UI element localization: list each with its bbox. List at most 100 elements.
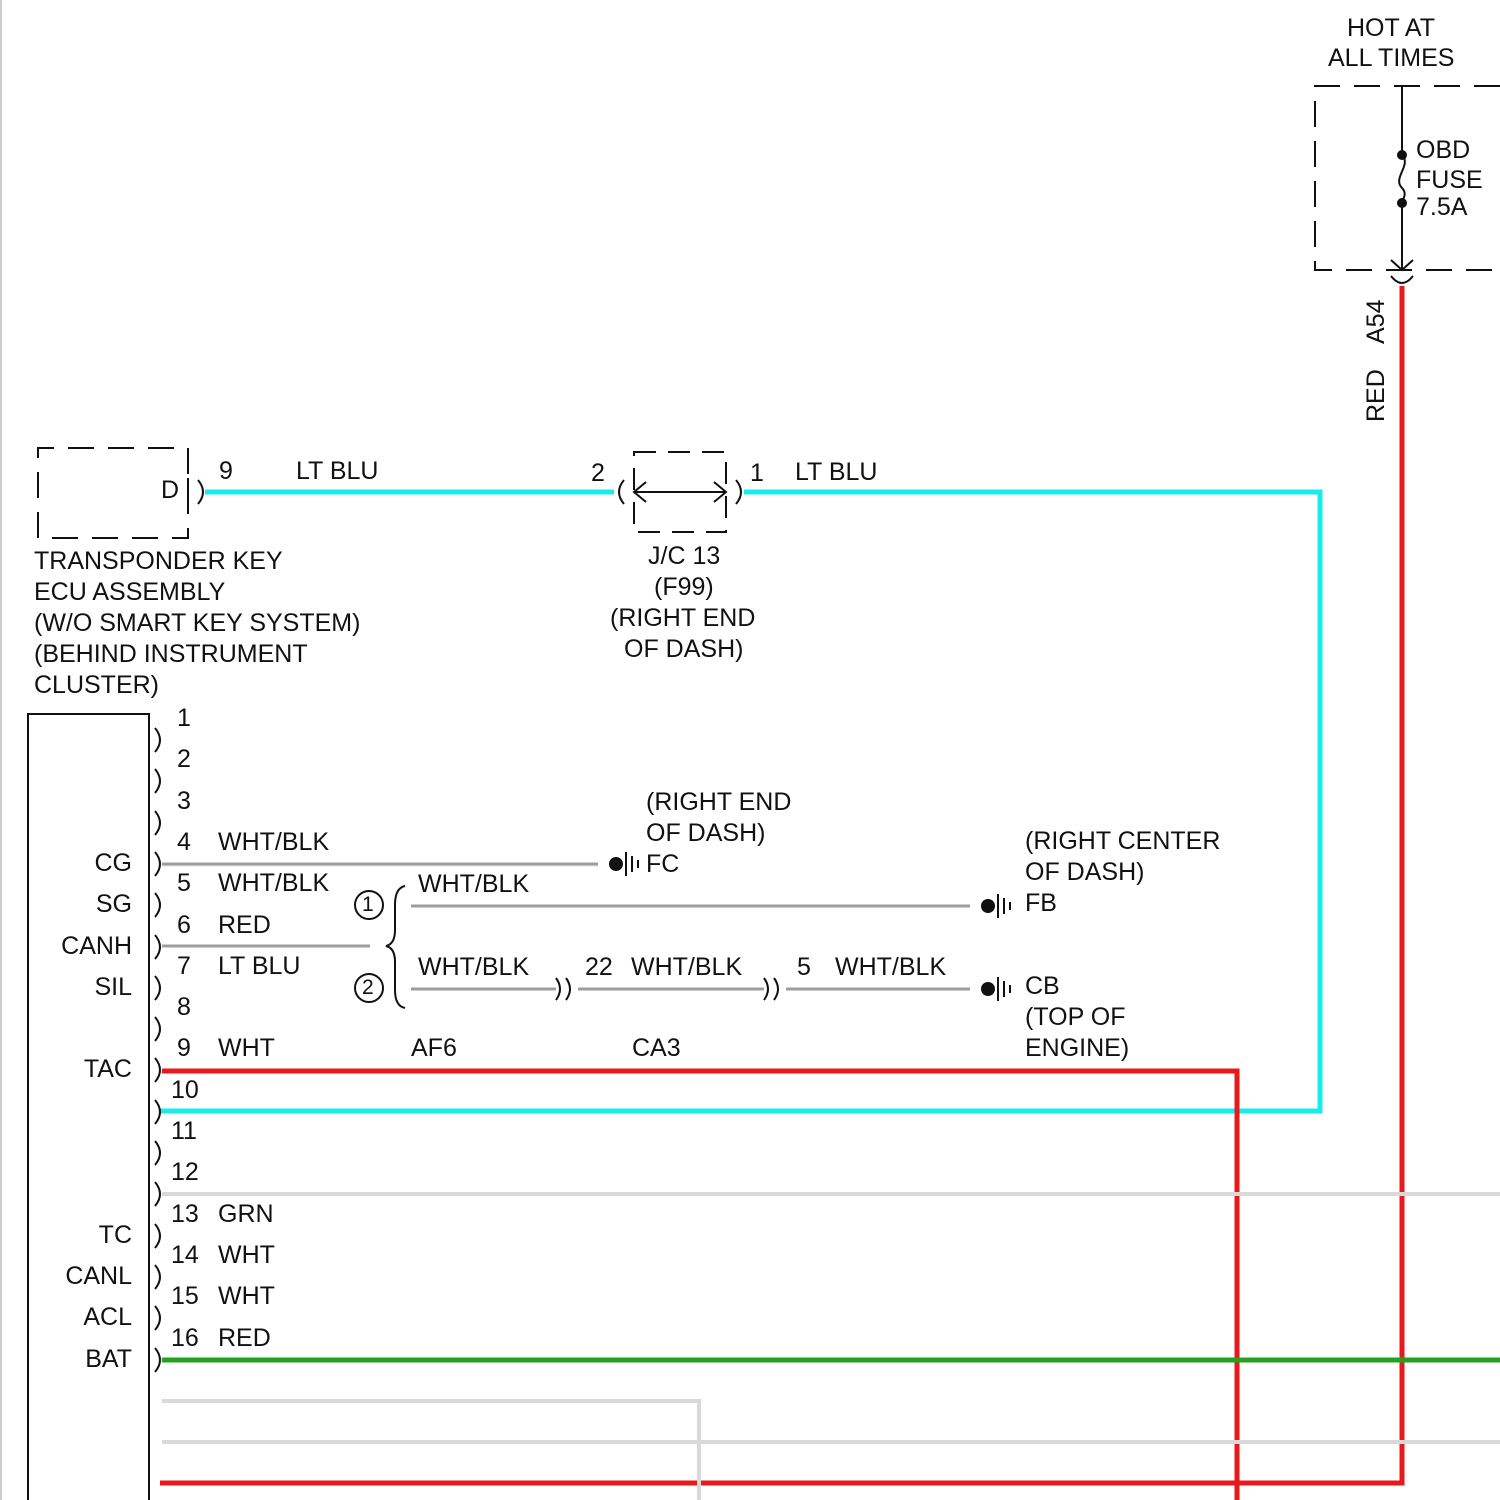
splice-brace [386, 886, 405, 1008]
junction-name-line2: (F99) [654, 575, 714, 600]
junction-name-line1: J/C 13 [648, 544, 720, 569]
dlc-pin-11-number: 11 [171, 1119, 197, 1144]
connector-ca3-label: CA3 [632, 1036, 681, 1061]
dlc-pin-marks [155, 728, 160, 1372]
dlc-pin-15-connector-mark [155, 1306, 160, 1330]
connector-a54-label: A54 [1364, 300, 1389, 344]
dlc-pin-15-signal-acl: ACL [83, 1305, 132, 1330]
power-label-line2: ALL TIMES [1328, 46, 1454, 71]
ground-fb-location-line1: (RIGHT CENTER [1025, 829, 1220, 854]
dlc-pin-2-number: 2 [177, 747, 191, 772]
dlc-pin-13-signal-tc: TC [99, 1223, 132, 1248]
transponder-name-line1: TRANSPONDER KEY [34, 549, 283, 574]
transponder-name-line4: (BEHIND INSTRUMENT [34, 642, 308, 667]
ground-cb-symbol [981, 977, 1010, 1001]
connector-af6-label: AF6 [411, 1036, 457, 1061]
dlc-pin-16-signal-bat: BAT [85, 1347, 132, 1372]
transponder-connector-symbol [198, 480, 203, 504]
dlc-pin-9-connector-mark [155, 1058, 160, 1082]
ground-fc-location-line2: OF DASH) [646, 821, 765, 846]
dlc-pin-7-connector-mark [155, 976, 160, 1000]
junction-wire-right-label: LT BLU [795, 460, 877, 485]
ground-cb-location-line1: (TOP OF [1025, 1005, 1125, 1030]
dlc-pin-4-number: 4 [177, 830, 191, 855]
fuse-label-line1: OBD [1416, 138, 1470, 163]
dlc-pin-16-wire-color: RED [218, 1326, 271, 1351]
transponder-name-line3: (W/O SMART KEY SYSTEM) [34, 611, 360, 636]
connector-af6-symbol [556, 978, 570, 1000]
junction-name-line4: OF DASH) [624, 637, 743, 662]
dlc-pin-14-signal-canl: CANL [65, 1264, 132, 1289]
dlc-pin-4-wire-color: WHT/BLK [218, 830, 329, 855]
dlc-pin-14-wire-color: WHT [218, 1243, 275, 1268]
dlc-pin-10-connector-mark [155, 1100, 160, 1124]
dlc-pin-4-connector-mark [155, 852, 160, 876]
splice-wire4-label: WHT/BLK [835, 955, 946, 980]
fuse-symbol [1399, 155, 1405, 203]
connector-ca3-symbol [764, 978, 778, 1000]
dlc-pin-5-wire-color: WHT/BLK [218, 871, 329, 896]
ground-fc-symbol [609, 852, 638, 876]
dlc-pin-9-number: 9 [177, 1036, 191, 1061]
transponder-wire-label: LT BLU [296, 459, 378, 484]
dlc3-connector-body [28, 714, 149, 1500]
dlc-pin-5-connector-mark [155, 893, 160, 917]
dlc-pin-6-wire-color: RED [218, 913, 271, 938]
connector-ca3-pin-label: 5 [797, 955, 811, 980]
dlc-pin-3-number: 3 [177, 789, 191, 814]
splice-branch-2-label: 2 [362, 977, 374, 998]
ground-fb-symbol [981, 894, 1010, 918]
dlc-pin-14-connector-mark [155, 1265, 160, 1289]
dlc-pin-7-wire-color: LT BLU [218, 954, 300, 979]
ground-fb-location-line2: OF DASH) [1025, 860, 1144, 885]
transponder-pin-label: 9 [219, 459, 233, 484]
dlc-pin-2-connector-mark [155, 769, 160, 793]
splice-wire2-label: WHT/BLK [418, 955, 529, 980]
dlc-pin-8-number: 8 [177, 995, 191, 1020]
dlc-pin-5-number: 5 [177, 871, 191, 896]
dlc-pin-6-signal-canh: CANH [61, 934, 132, 959]
dlc-pin-1-connector-mark [155, 728, 160, 752]
junction-pin-left-label: 2 [591, 461, 605, 486]
dlc-pin-16-number: 16 [171, 1326, 199, 1351]
transponder-name-line2: ECU ASSEMBLY [34, 580, 225, 605]
power-wire-color-label: RED [1364, 369, 1389, 422]
transponder-name-line5: CLUSTER) [34, 673, 159, 698]
junction-connector-right [736, 480, 741, 504]
fuse-label-line3: 7.5A [1416, 195, 1467, 220]
dlc-pin-16-connector-mark [155, 1348, 160, 1372]
dlc-pin-15-wire-color: WHT [218, 1284, 275, 1309]
dlc-pin-9-signal-tac: TAC [84, 1057, 132, 1082]
dlc-pin-15-number: 15 [171, 1284, 199, 1309]
transponder-connector-label: D [161, 478, 179, 503]
dlc-pin-13-wire-color: GRN [218, 1202, 274, 1227]
dlc-pin-13-connector-mark [155, 1224, 160, 1248]
splice-branch-1-label: 1 [362, 894, 374, 915]
junction-connector-left [619, 480, 624, 504]
dlc-pin-3-connector-mark [155, 811, 160, 835]
dlc-pin-7-signal-sil: SIL [94, 975, 132, 1000]
dlc-pin-12-connector-mark [155, 1182, 160, 1206]
junction-pin-right-label: 1 [750, 461, 764, 486]
dlc-pin-10-number: 10 [171, 1078, 199, 1103]
fuse-label-line2: FUSE [1416, 168, 1483, 193]
splice-wire3-label: WHT/BLK [631, 955, 742, 980]
dlc-pin-8-connector-mark [155, 1017, 160, 1041]
dlc-pin-4-signal-cg: CG [95, 851, 133, 876]
dlc-pin-13-number: 13 [171, 1202, 199, 1227]
dlc-pin-6-connector-mark [155, 935, 160, 959]
dlc-pin-7-number: 7 [177, 954, 191, 979]
dlc-pin-6-number: 6 [177, 913, 191, 938]
junction-name-line3: (RIGHT END [610, 606, 755, 631]
dlc-pin-5-signal-sg: SG [96, 892, 132, 917]
dlc-pin-11-connector-mark [155, 1141, 160, 1165]
splice-wire1-label: WHT/BLK [418, 872, 529, 897]
dlc-pin-1-number: 1 [177, 706, 191, 731]
ground-cb-label: CB [1025, 974, 1060, 999]
dlc-pin-9-wire-color: WHT [218, 1036, 275, 1061]
ground-fc-location-line1: (RIGHT END [646, 790, 791, 815]
power-label-line1: HOT AT [1347, 16, 1435, 41]
dlc-pin-14-number: 14 [171, 1243, 199, 1268]
